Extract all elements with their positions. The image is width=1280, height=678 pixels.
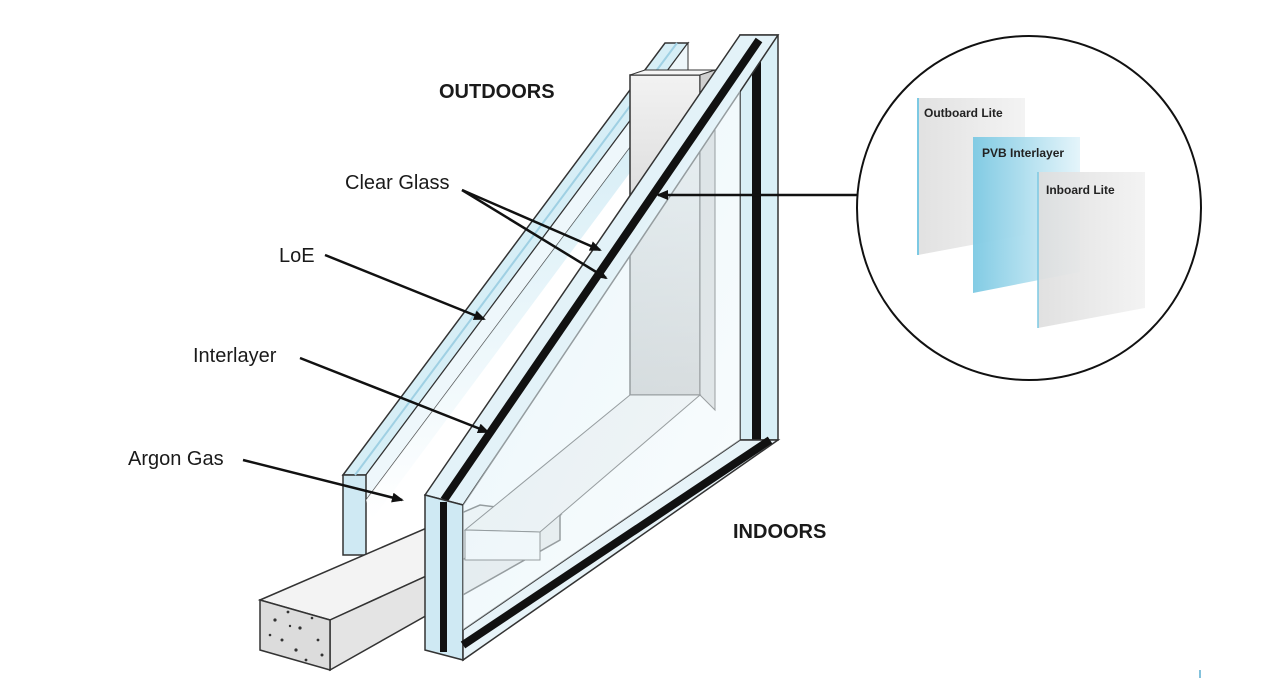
loe-label: LoE	[279, 245, 315, 267]
pvb-interlayer-label: PVB Interlayer	[982, 146, 1064, 160]
indoors-label: INDOORS	[733, 521, 826, 543]
clear-glass-arrow-2	[461, 188, 608, 280]
inboard-lite-label: Inboard Lite	[1046, 183, 1115, 197]
loe-arrow	[324, 253, 486, 321]
outboard-lite-label: Outboard Lite	[924, 106, 1003, 120]
argon-gas-arrow	[242, 458, 404, 503]
interlayer-label: Interlayer	[193, 345, 277, 367]
desiccant-dots	[268, 610, 324, 662]
outdoor-glass-pane	[341, 41, 690, 556]
clear-glass-arrow-1	[461, 188, 602, 252]
interlayer-arrow	[299, 356, 490, 434]
argon-gas-label: Argon Gas	[128, 448, 224, 470]
leader-arrows	[242, 188, 857, 503]
laminated-detail-inset: Outboard Lite PVB Interlayer Inboard Lit…	[856, 35, 1202, 381]
outdoors-label: OUTDOORS	[439, 81, 555, 103]
clear-glass-label: Clear Glass	[345, 172, 449, 194]
inboard-lite-sheet	[1038, 172, 1145, 328]
